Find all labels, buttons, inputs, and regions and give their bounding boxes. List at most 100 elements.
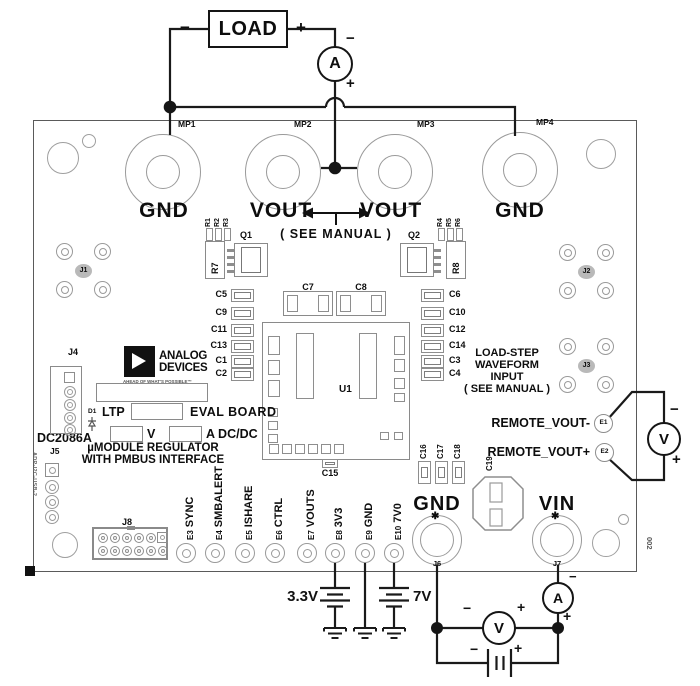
wires [168, 27, 666, 665]
vin-input-label: VIN [538, 493, 576, 515]
u1-label: U1 [339, 384, 352, 395]
j8-label: J8 [122, 517, 133, 527]
j6-pin-mark: ✱ [431, 511, 440, 522]
c14-capacitor [421, 339, 444, 353]
r1-resistor [205, 228, 213, 241]
c18-capacitor [452, 461, 465, 484]
turret-e9[interactable] [355, 543, 375, 563]
c15-label: C15 [321, 468, 339, 478]
j2-jumper-pads[interactable]: J2 [559, 244, 615, 300]
pin [98, 533, 108, 543]
mp4-terminal[interactable] [482, 132, 558, 208]
voltmeter-bottom-plus-sign: + [517, 599, 526, 615]
q1-pin [227, 249, 234, 252]
terminal-inner-ring [266, 155, 300, 189]
q1-label: Q1 [239, 230, 252, 240]
logo-triangle [132, 353, 146, 369]
c9-label: C9 [215, 307, 227, 317]
module-pad [268, 336, 280, 355]
pad [94, 281, 111, 298]
module-pad [380, 432, 389, 440]
logo-tagline: AHEAD OF WHAT'S POSSIBLE™ [123, 379, 192, 384]
load-step-line1: LOAD-STEP [475, 347, 539, 359]
pin [146, 546, 156, 556]
j1-jumper-pads[interactable]: J1 [56, 243, 112, 299]
r4-resistor [437, 228, 445, 241]
j6-gnd-post[interactable] [412, 515, 462, 565]
r5-resistor [446, 228, 454, 241]
mp1-ref-label: MP1 [178, 119, 196, 129]
cap-pad [371, 295, 382, 312]
module-pad [394, 336, 405, 355]
pad [56, 281, 73, 298]
cap-pad [318, 295, 329, 312]
q2-chip [400, 243, 434, 277]
mp3-terminal[interactable] [357, 134, 433, 210]
pin [110, 533, 120, 543]
q2-pin [434, 256, 441, 259]
supply-3v3-label: 3.3V [287, 588, 318, 605]
gnd-left-label: GND [139, 199, 189, 222]
module-title-line1: µMODULE REGULATOR [87, 442, 219, 454]
module-pad [268, 408, 278, 417]
mp2-terminal[interactable] [245, 134, 321, 210]
pad [559, 338, 576, 355]
load-step-line4: ( SEE MANUAL ) [464, 382, 550, 395]
ltp-label: LTP [102, 405, 125, 419]
turret-e6[interactable] [265, 543, 285, 563]
c13-label: C13 [210, 340, 227, 350]
c16-capacitor [418, 461, 431, 484]
mp2-ref-label: MP2 [294, 119, 312, 129]
e2-terminal[interactable]: E2 [595, 443, 614, 462]
j5-pad-square [45, 463, 59, 477]
chip-die [241, 247, 261, 273]
j6-label: J6 [432, 559, 442, 568]
q1-chip [234, 243, 268, 277]
ammeter-bottom-plus-sign: + [563, 608, 572, 624]
q1-pin [227, 270, 234, 273]
turret-e5[interactable] [235, 543, 255, 563]
gnd-input-label: GND [413, 493, 461, 515]
junction-dots [163, 100, 564, 634]
e1-terminal[interactable]: E1 [594, 414, 613, 433]
vout-left-label: VOUT [249, 199, 313, 222]
terminal-inner-ring [378, 155, 412, 189]
pad [64, 412, 76, 424]
j8-header[interactable] [92, 526, 168, 560]
module-pad [308, 444, 318, 454]
turret-e10[interactable] [384, 543, 404, 563]
module-pad [394, 393, 405, 402]
mounting-hole [592, 529, 620, 557]
r6-resistor [455, 228, 463, 241]
battery-plus-sign: + [514, 640, 523, 656]
c9-capacitor [231, 306, 254, 320]
c5-capacitor [231, 288, 254, 302]
mounting-hole [47, 142, 79, 174]
turret-e4[interactable] [205, 543, 225, 563]
gnd-right-label: GND [495, 199, 545, 222]
silk-fill-box [169, 426, 202, 442]
j1-label: J1 [75, 264, 92, 278]
mp1-terminal[interactable] [125, 134, 201, 210]
d1-label: D1 [88, 408, 97, 415]
pin [122, 546, 132, 556]
r8-resistor: R8 [446, 241, 466, 279]
c12-label: C12 [449, 324, 466, 334]
analog-devices-logo-icon [124, 346, 155, 377]
c6-capacitor [421, 288, 444, 302]
turret-e8[interactable] [325, 543, 345, 563]
mp4-ref-label: MP4 [536, 117, 554, 127]
c1-label: C1 [215, 355, 227, 365]
voltmeter-right-plus-sign: + [672, 451, 681, 468]
pin [98, 546, 108, 556]
j4-connector[interactable] [50, 366, 82, 436]
pin [134, 533, 144, 543]
board-corner-mark [25, 566, 35, 576]
q2-pin [434, 270, 441, 273]
j7-vin-post[interactable] [532, 515, 582, 565]
turret-e7[interactable] [297, 543, 317, 563]
c3-label: C3 [449, 355, 461, 365]
turret-e3[interactable] [176, 543, 196, 563]
j3-jumper-pads[interactable]: J3 [559, 338, 615, 394]
